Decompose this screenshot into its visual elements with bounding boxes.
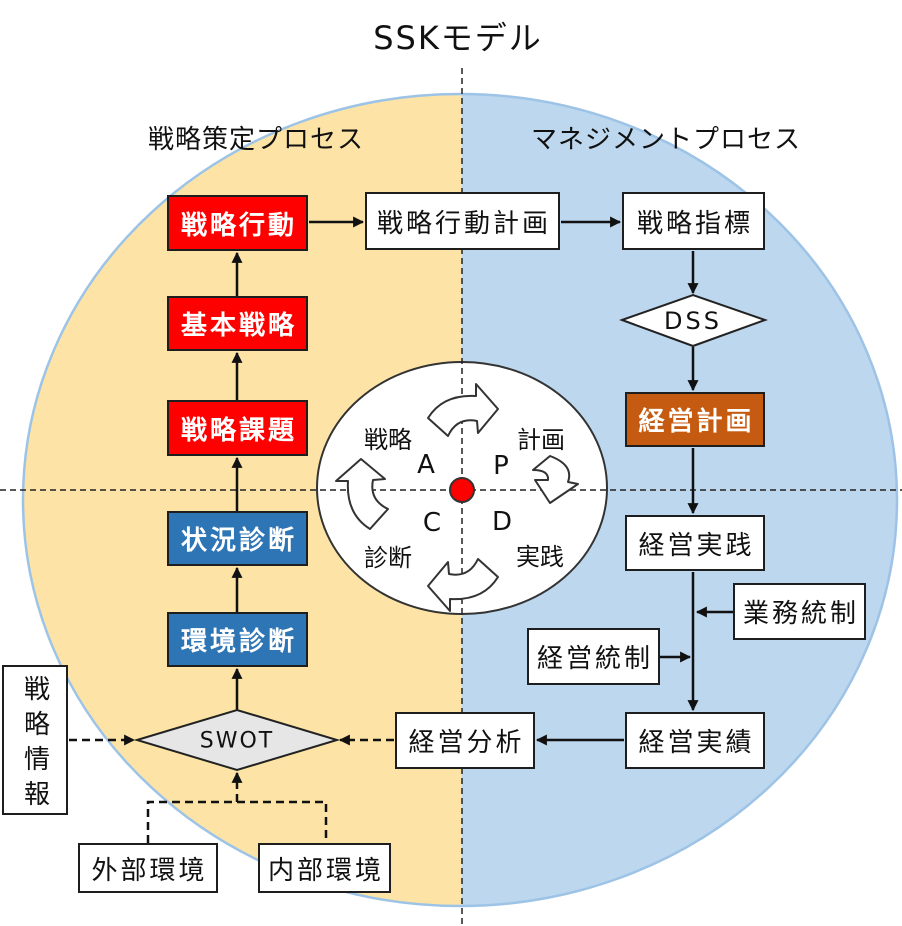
outer-circle-outline bbox=[21, 92, 899, 908]
cycle-strategy-label: 戦略 bbox=[364, 426, 412, 454]
cycle-center-dot bbox=[449, 477, 475, 503]
basic-strategy-box: 基本戦略 bbox=[167, 296, 308, 351]
strategic-indicators-box: 戦略指標 bbox=[622, 192, 765, 250]
cycle-letter-a: A bbox=[417, 450, 435, 480]
strategy-process-half bbox=[23, 94, 462, 906]
swot-label: SWOT bbox=[200, 729, 274, 754]
management-control-box: 経営統制 bbox=[527, 628, 660, 685]
dss-diamond bbox=[619, 293, 768, 348]
strategic-action-box: 戦略行動 bbox=[167, 195, 308, 251]
strategy-process-label: 戦略策定プロセス bbox=[147, 125, 364, 155]
management-practice-box: 経営実践 bbox=[625, 515, 765, 571]
cycle-letter-d: D bbox=[492, 507, 512, 537]
strategic-information-label: 戦略情報 bbox=[19, 674, 50, 815]
external-environment-box: 外部環境 bbox=[78, 843, 218, 893]
environment-diagnosis-box: 環境診断 bbox=[167, 612, 308, 667]
cycle-arrow-top-icon bbox=[427, 383, 499, 437]
management-plan-box: 経営計画 bbox=[625, 392, 765, 447]
strategic-action-plan-box: 戦略行動計画 bbox=[365, 192, 560, 250]
management-results-box: 経営実績 bbox=[625, 712, 765, 769]
cycle-letter-p: P bbox=[493, 451, 509, 481]
management-analysis-box: 経営分析 bbox=[395, 712, 535, 769]
swot-diamond bbox=[133, 708, 341, 772]
management-process-label: マネジメントプロセス bbox=[530, 125, 801, 155]
cycle-letter-c: C bbox=[423, 508, 441, 538]
cycle-practice-label: 実践 bbox=[516, 543, 564, 571]
dss-label: DSS bbox=[664, 307, 722, 335]
internal-environment-box: 内部環境 bbox=[258, 843, 391, 893]
cycle-arrow-right-icon bbox=[532, 455, 579, 504]
strategic-information-box: 戦略情報 bbox=[2, 665, 68, 815]
strategic-issues-box: 戦略課題 bbox=[167, 400, 308, 456]
situation-diagnosis-box: 状況診断 bbox=[167, 511, 308, 566]
cycle-diagnosis-label: 診断 bbox=[364, 544, 412, 572]
management-process-half bbox=[462, 94, 897, 906]
cycle-arrow-bottom-icon bbox=[427, 558, 499, 612]
cycle-plan-label: 計画 bbox=[517, 426, 565, 454]
business-control-box: 業務統制 bbox=[733, 583, 866, 640]
cycle-arrow-left-icon bbox=[335, 458, 389, 530]
diagram-title: SSKモデル bbox=[373, 19, 543, 57]
